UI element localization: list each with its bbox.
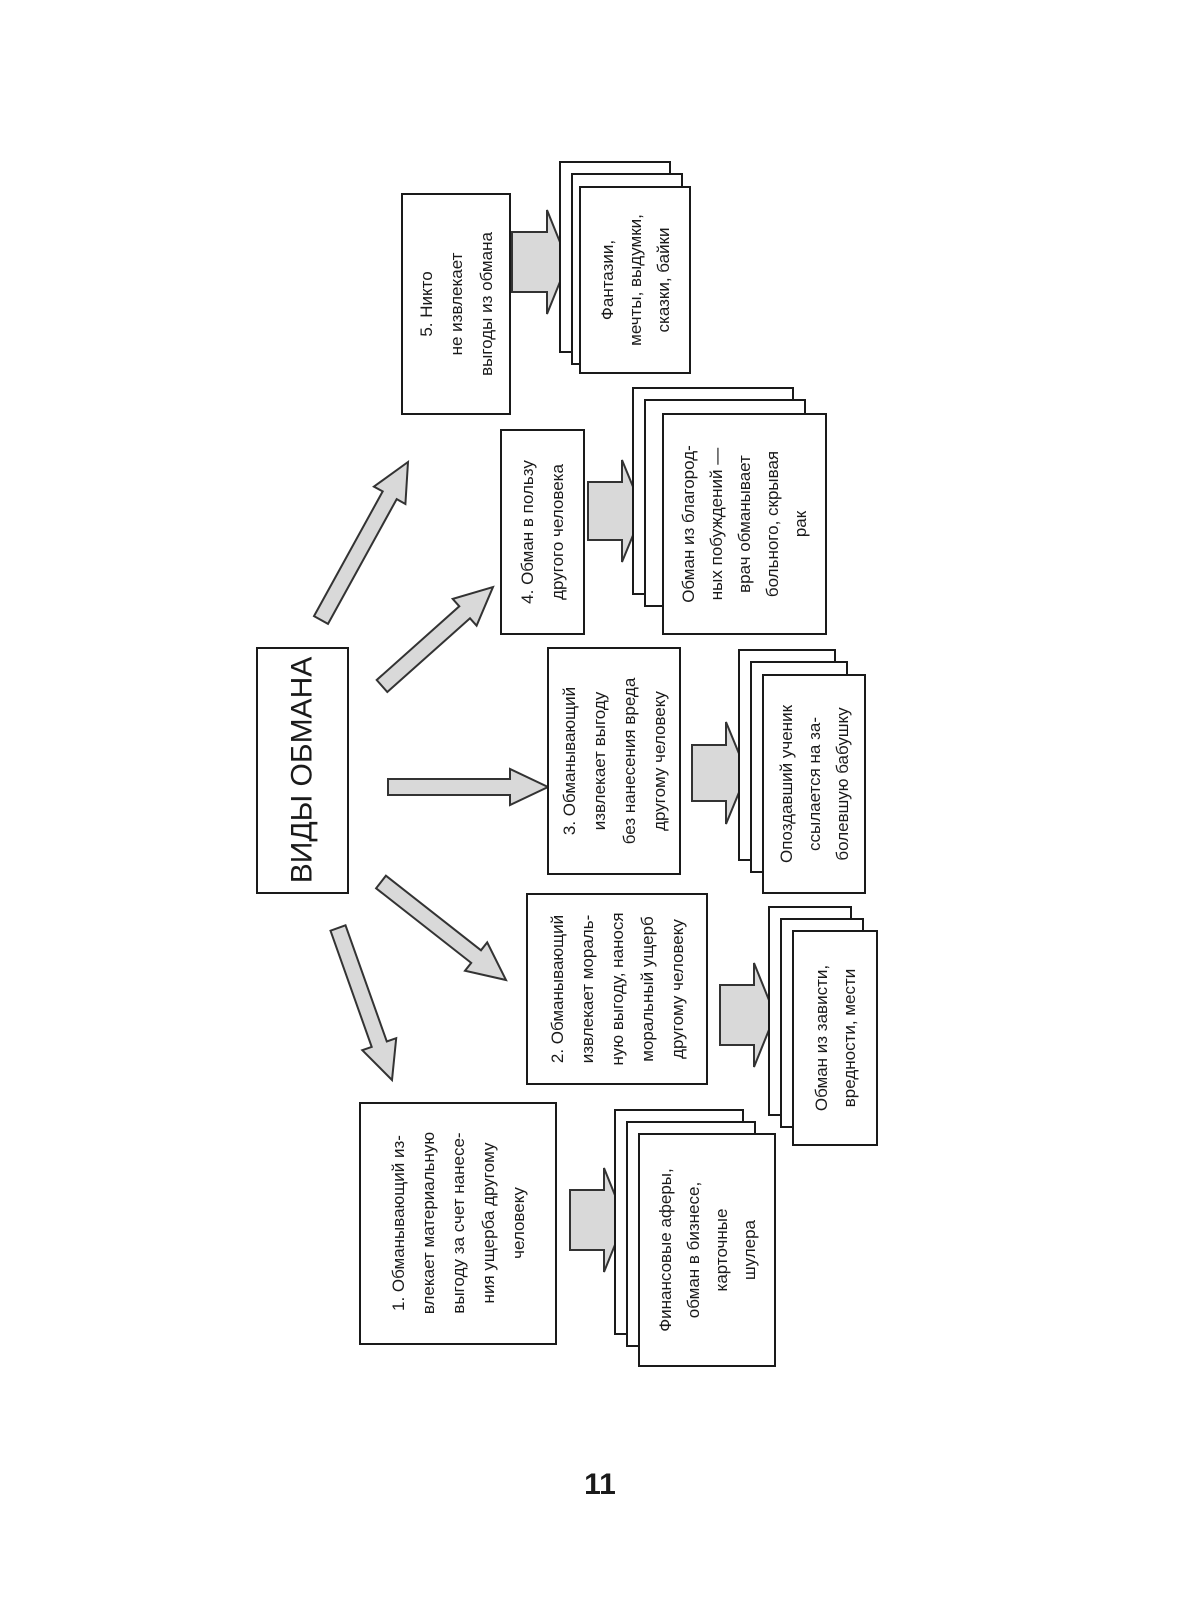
text-line: обман в бизнесе, (684, 1182, 703, 1318)
text-line: человеку (509, 1187, 528, 1259)
text-line: выгоды из обмана (477, 232, 496, 376)
text-line: извлекает мораль- (578, 915, 597, 1063)
example-stack-2: Обман из зависти, вредности, мести (768, 906, 878, 1146)
text-line: ния ущерба другому (479, 1142, 498, 1303)
text-line: другого человека (548, 464, 567, 600)
example-label-2: Обман из зависти, вредности, мести (812, 965, 859, 1111)
type-label-5: 5. Никто не извлекает выгоды из обмана (417, 232, 496, 376)
block-arrow-5 (511, 209, 570, 315)
type-label-2: 2. Обманывающий извлекает мораль-ную выго… (548, 912, 687, 1065)
text-line: не извлекает (447, 252, 466, 355)
arrow-to-type-1 (329, 924, 398, 1083)
example-label-4: Обман из благород-ных побуждений — врач о… (679, 445, 810, 603)
example-stack-4: Обман из благород-ных побуждений — врач о… (632, 387, 827, 635)
text-line: мечты, выдумки, (626, 214, 645, 346)
arrow-to-type-2 (374, 874, 508, 982)
text-line: Обман из зависти, (812, 965, 831, 1111)
text-line: шулера (740, 1219, 759, 1280)
text-line: рак (791, 510, 810, 537)
text-line: без нанесения вреда (620, 677, 639, 844)
text-line: вредности, мести (840, 969, 859, 1107)
block-arrow-2 (719, 962, 777, 1068)
text-line: Обман из благород- (679, 445, 698, 603)
example-label-5: Фантазии, мечты, выдумки, сказки, байки (598, 214, 673, 346)
text-line: сказки, байки (654, 228, 673, 333)
type-label-1: 1. Обманывающий из-влекает материальную в… (389, 1132, 528, 1315)
text-line: 2. Обманывающий (548, 915, 567, 1063)
type-box-5: 5. Никто не извлекает выгоды из обмана (401, 193, 511, 415)
text-line: ных побуждений — (707, 448, 726, 600)
type-box-2: 2. Обманывающий извлекает мораль-ную выго… (526, 893, 708, 1085)
type-box-4: 4. Обман в пользу другого человека (500, 429, 585, 635)
text-line: 5. Никто (417, 271, 436, 336)
text-line: моральный ущерб (638, 916, 657, 1062)
central-node: ВИДЫ ОБМАНА (256, 647, 349, 894)
type-box-1: 1. Обманывающий из-влекает материальную в… (359, 1102, 557, 1345)
text-line: 1. Обманывающий из- (389, 1135, 408, 1311)
text-line: другому человеку (650, 691, 669, 831)
text-line: карточные (712, 1209, 731, 1292)
type-label-4: 4. Обман в пользу другого человека (518, 460, 567, 604)
text-line: Опоздавший ученик (777, 704, 796, 863)
arrow-to-type-3 (387, 767, 551, 807)
example-stack-5: Фантазии, мечты, выдумки, сказки, байки (559, 161, 691, 374)
radial-arrows (312, 459, 551, 1083)
text-line: извлекает выгоду (590, 691, 609, 830)
text-line: 3. Обманывающий (560, 687, 579, 835)
text-line: врач обманывает (735, 455, 754, 593)
example-stack-3: Опоздавший ученик ссылается на за-болевшу… (738, 649, 866, 894)
text-line: Фантазии, (598, 240, 617, 320)
text-line: Финансовые аферы, (656, 1168, 675, 1332)
arrow-to-type-5 (312, 459, 410, 626)
type-label-3: 3. Обманывающий извлекает выгоду без нанес… (560, 677, 669, 844)
text-line: выгоду за счет нанесе- (449, 1132, 468, 1313)
example-stack-1: Финансовые аферы, обман в бизнесе, карточн… (614, 1109, 776, 1367)
text-line: другому человеку (668, 919, 687, 1059)
block-arrow-3 (691, 721, 749, 825)
example-label-3: Опоздавший ученик ссылается на за-болевшу… (777, 704, 852, 863)
text-line: ссылается на за- (805, 717, 824, 851)
page-number: 11 (584, 1468, 616, 1501)
arrow-to-type-4 (375, 585, 495, 694)
type-box-3: 3. Обманывающий извлекает выгоду без нанес… (547, 647, 681, 875)
text-line: болевшую бабушку (833, 707, 852, 861)
text-line: влекает материальную (419, 1132, 438, 1315)
central-title: ВИДЫ ОБМАНА (286, 657, 319, 883)
text-line: 4. Обман в пользу (518, 460, 537, 604)
text-line: больного, скрывая (763, 451, 782, 597)
block-arrows (511, 209, 777, 1273)
text-line: ную выгоду, нанося (608, 912, 627, 1065)
example-label-1: Финансовые аферы, обман в бизнесе, карточн… (656, 1168, 759, 1332)
